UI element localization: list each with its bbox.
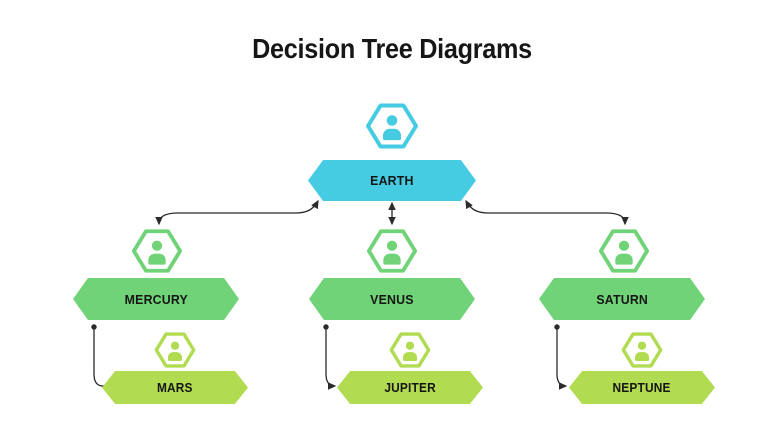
node-label: VENUS [370, 291, 414, 307]
node-label: JUPITER [384, 380, 436, 395]
edge-saturn-neptune [554, 324, 568, 390]
person-hexagon-icon[interactable] [154, 331, 196, 369]
person-hexagon-icon[interactable] [366, 227, 418, 275]
node-label: EARTH [370, 173, 414, 188]
edge-earth-saturn [465, 199, 629, 226]
person-hexagon-icon[interactable] [131, 227, 183, 275]
node-mars[interactable]: MARS [102, 371, 248, 404]
edge-earth-mercury [155, 199, 319, 226]
node-label: MARS [157, 380, 193, 395]
node-earth[interactable]: EARTH [308, 160, 476, 201]
person-hexagon-icon[interactable] [598, 227, 650, 275]
node-label: NEPTUNE [612, 380, 672, 395]
node-mercury[interactable]: MERCURY [73, 278, 239, 320]
node-venus[interactable]: VENUS [309, 278, 475, 320]
person-hexagon-icon[interactable] [389, 331, 431, 369]
page-title: Decision Tree Diagrams [252, 33, 532, 64]
node-neptune[interactable]: NEPTUNE [569, 371, 715, 404]
node-label: MERCURY [124, 291, 188, 307]
edge-venus-jupiter [323, 324, 337, 390]
node-jupiter[interactable]: JUPITER [337, 371, 483, 404]
person-hexagon-icon[interactable] [365, 102, 419, 150]
node-saturn[interactable]: SATURN [539, 278, 705, 320]
person-hexagon-icon[interactable] [621, 331, 663, 369]
node-label: SATURN [596, 291, 648, 307]
